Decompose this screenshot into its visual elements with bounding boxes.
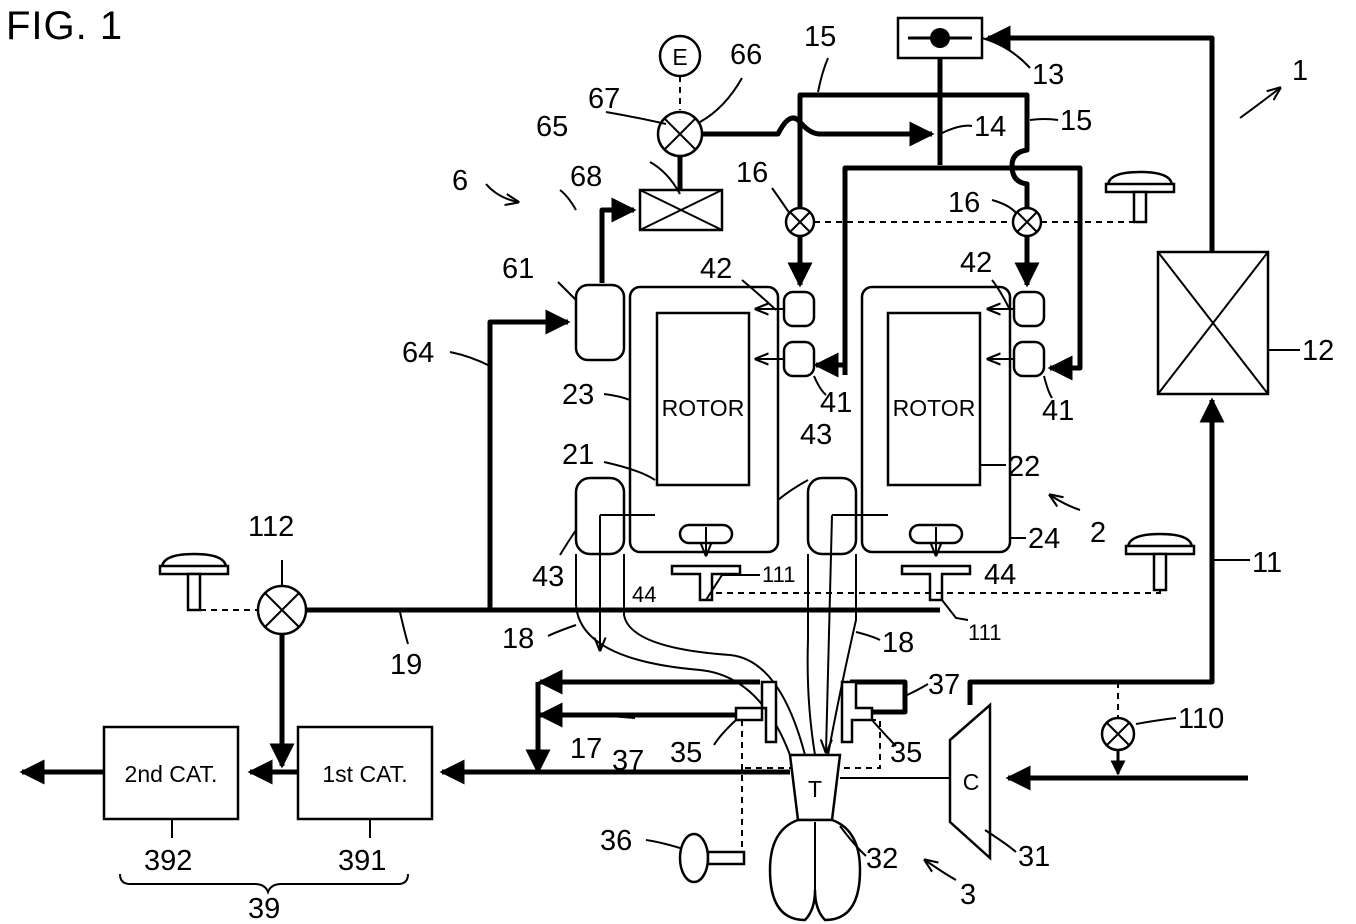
ref-42-right: 42 <box>960 247 992 279</box>
actuator-right-mid <box>1124 532 1196 592</box>
ref-44-left: 44 <box>632 582 656 607</box>
ref-6: 6 <box>452 165 468 197</box>
ref-11: 11 <box>1252 547 1282 579</box>
air-bypass-valve <box>1100 682 1136 776</box>
ref-65: 65 <box>536 111 568 143</box>
ref-68: 68 <box>570 161 602 193</box>
ref-31: 31 <box>1018 841 1050 873</box>
ref-1: 1 <box>1292 55 1308 87</box>
turbine-label: T <box>808 776 822 802</box>
rotor-housing-right <box>860 285 1012 554</box>
egr-inlet-chamber <box>574 283 626 362</box>
ref-112: 112 <box>248 511 294 543</box>
egr-passage <box>599 115 935 283</box>
ref-41-left: 41 <box>820 387 852 419</box>
ref-111-right: 111 <box>968 620 1001 645</box>
injector-right <box>900 523 972 602</box>
ref-18-right: 18 <box>882 627 914 659</box>
compressor-label: C <box>963 769 980 795</box>
ref-44-right: 44 <box>984 559 1016 591</box>
catalyst-second <box>102 725 240 821</box>
rotor-right-label: ROTOR <box>893 395 976 421</box>
cat2-label: 2nd CAT. <box>125 761 218 787</box>
egr-electric-pump <box>658 34 702 110</box>
cat1-label: 1st CAT. <box>322 761 407 787</box>
ref-14: 14 <box>974 111 1006 143</box>
ref-18-left: 18 <box>502 623 534 655</box>
ref-111-left: 111 <box>762 562 795 587</box>
egr-take-off-passage <box>487 309 571 610</box>
injector-left <box>670 523 742 602</box>
ref-2: 2 <box>1090 517 1106 549</box>
secondary-intake-passage <box>787 92 1040 288</box>
ref-16-left: 16 <box>736 157 768 189</box>
wastegate-actuator <box>678 832 746 884</box>
catalyst-group-brace <box>119 873 409 895</box>
ref-22: 22 <box>1008 451 1040 483</box>
ref-37-left: 37 <box>612 745 644 777</box>
leader-lines <box>171 37 1300 881</box>
ref-43-left: 43 <box>532 561 564 593</box>
ref-61: 61 <box>502 253 534 285</box>
ref-43-right: 43 <box>800 419 832 451</box>
ref-17: 17 <box>570 733 602 765</box>
wastegate-passages <box>525 669 908 775</box>
rotor-left-label: ROTOR <box>662 395 745 421</box>
ref-21: 21 <box>562 439 594 471</box>
catalyst-first <box>296 725 434 821</box>
actuator-left <box>158 552 230 612</box>
figure-title: FIG. 1 <box>6 4 124 48</box>
ref-392: 392 <box>144 845 192 877</box>
shutter-valves <box>784 206 1138 238</box>
ref-64: 64 <box>402 337 434 369</box>
ref-67: 67 <box>588 83 620 115</box>
rotor-housing-left <box>628 285 780 554</box>
compressor <box>948 702 992 861</box>
ref-19: 19 <box>390 649 422 681</box>
ref-391: 391 <box>338 845 386 877</box>
actuator-upper-right <box>1104 170 1176 224</box>
ref-35-left: 35 <box>670 737 702 769</box>
ref-13: 13 <box>1032 59 1064 91</box>
ref-32: 32 <box>866 843 898 875</box>
ref-66: 66 <box>730 39 762 71</box>
ref-35-right: 35 <box>890 737 922 769</box>
ref-39: 39 <box>248 893 280 924</box>
throttle-valve <box>896 16 984 60</box>
ref-24: 24 <box>1028 523 1060 555</box>
intercooler <box>1156 250 1270 396</box>
egr-cooler <box>638 156 724 232</box>
ref-15-top: 15 <box>804 21 836 53</box>
ref-42-left: 42 <box>700 253 732 285</box>
egr-valve <box>656 110 704 158</box>
ref-16-right: 16 <box>948 187 980 219</box>
turbine <box>768 753 862 922</box>
ref-110: 110 <box>1178 703 1224 735</box>
ref-36: 36 <box>600 825 632 857</box>
electric-label: E <box>672 44 687 70</box>
ref-12: 12 <box>1302 335 1334 367</box>
ref-41-right: 41 <box>1042 395 1074 427</box>
ref-15-right: 15 <box>1060 105 1092 137</box>
ref-3: 3 <box>960 879 976 911</box>
intake-passage <box>813 58 1083 381</box>
ref-37-right: 37 <box>928 669 960 701</box>
ref-23: 23 <box>562 379 594 411</box>
intake-ports-right <box>988 290 1046 378</box>
intake-pipe-main <box>967 25 1248 791</box>
